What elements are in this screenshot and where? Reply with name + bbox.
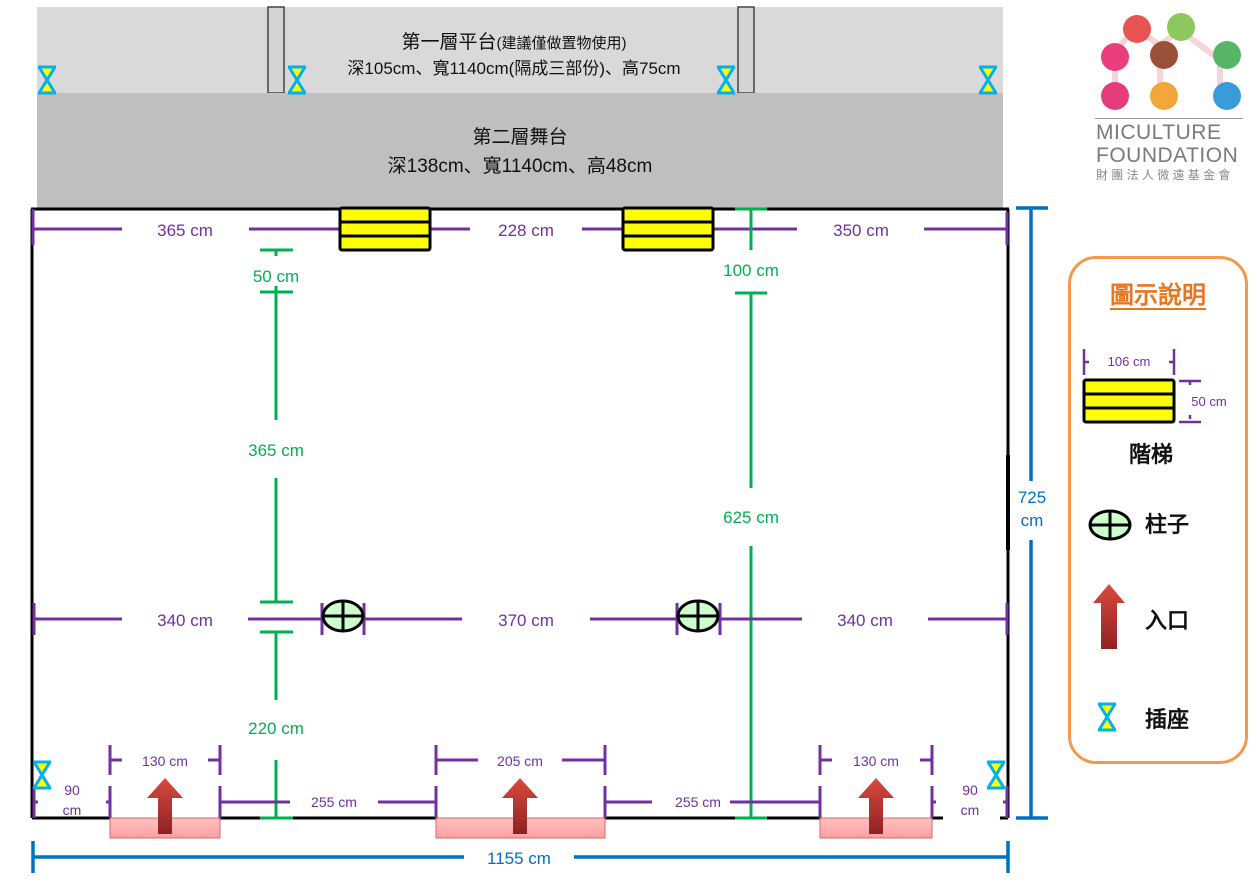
dim-mid-left: 340 cm (157, 611, 213, 630)
dim-wall-right-unit: cm (961, 802, 980, 818)
room-walls (30, 207, 1010, 820)
logo-name-chinese: 財團法人微遠基金會 (1096, 168, 1234, 182)
platform1-dims: 深105cm、寬1140cm(隔成三部份)、高75cm (347, 59, 680, 78)
legend-stairs-icon (1082, 349, 1201, 424)
dim-right-top: 100 cm (723, 261, 779, 280)
platform-divider-left (267, 6, 285, 94)
platform-divider-right (737, 6, 755, 94)
dim-left-top: 50 cm (253, 267, 299, 286)
legend-stairs-depth: 50 cm (1191, 394, 1226, 409)
dim-top-left: 365 cm (157, 221, 213, 240)
middle-dimension-line (32, 603, 1009, 635)
legend-panel: 圖示說明 106 cm 50 cm (1068, 256, 1248, 764)
dim-overall-width: 1155 cm (487, 849, 551, 868)
dim-mid-right: 340 cm (837, 611, 893, 630)
dim-wall-right: 90 (962, 782, 978, 798)
stage2-dims: 深138cm、寬1140cm、高48cm (388, 155, 653, 177)
dim-entrance-middle: 205 cm (497, 753, 543, 769)
dim-entrance-left: 130 cm (142, 753, 188, 769)
legend-title: 圖示說明 (1110, 281, 1206, 309)
logo-rule (1095, 118, 1243, 119)
logo-mark-icon (1101, 13, 1241, 110)
dim-overall-depth-unit: cm (1021, 511, 1044, 530)
dim-wall-left: 90 (64, 782, 80, 798)
dim-entrance-right: 130 cm (853, 753, 899, 769)
dim-wall-left-unit: cm (63, 802, 82, 818)
logo-name-line1: MICULTURE (1096, 121, 1222, 144)
platform-level-1 (37, 7, 1003, 93)
legend-outlet-label: 插座 (1145, 708, 1190, 733)
dim-gap-right: 255 cm (675, 794, 721, 810)
dim-gap-left: 255 cm (311, 794, 357, 810)
legend-entrance-icon (1093, 584, 1125, 649)
dim-left-middle: 365 cm (248, 441, 304, 460)
platform1-title: 第一層平台(建議僅做置物使用) (401, 31, 626, 53)
legend-outlet-icon (1097, 702, 1117, 732)
legend-pillar-icon (1088, 509, 1132, 541)
dim-top-right: 350 cm (833, 221, 889, 240)
pillar-icon (321, 599, 365, 633)
dim-left-bottom: 220 cm (248, 719, 304, 738)
top-dimension-line (31, 209, 1009, 245)
dim-mid-middle: 370 cm (498, 611, 554, 630)
stairs-right (621, 206, 715, 252)
right-vertical-dimension (735, 207, 767, 820)
bottom-dimension-lines (32, 745, 1009, 818)
legend-symbols: 106 cm 50 cm (1082, 349, 1227, 732)
outlet-icon (985, 760, 1007, 790)
overall-width-line (31, 841, 1010, 873)
dim-right-bottom: 625 cm (723, 508, 779, 527)
legend-entrance-label: 入口 (1145, 609, 1190, 634)
dim-top-middle: 228 cm (498, 221, 554, 240)
stage2-title: 第二層舞台 (472, 126, 567, 148)
legend-pillar-label: 柱子 (1145, 513, 1190, 538)
overall-depth-line (1016, 206, 1048, 820)
pillar-icon (676, 599, 720, 633)
outlet-icon (31, 760, 53, 790)
logo-name-line2: FOUNDATION (1096, 144, 1239, 167)
legend-stairs-width: 106 cm (1108, 354, 1151, 369)
left-vertical-dimension (260, 248, 293, 820)
dim-overall-depth: 725 (1018, 488, 1046, 507)
legend-stairs-label: 階梯 (1129, 443, 1174, 468)
stage-level-2 (37, 93, 1003, 209)
stairs-left (338, 206, 432, 252)
